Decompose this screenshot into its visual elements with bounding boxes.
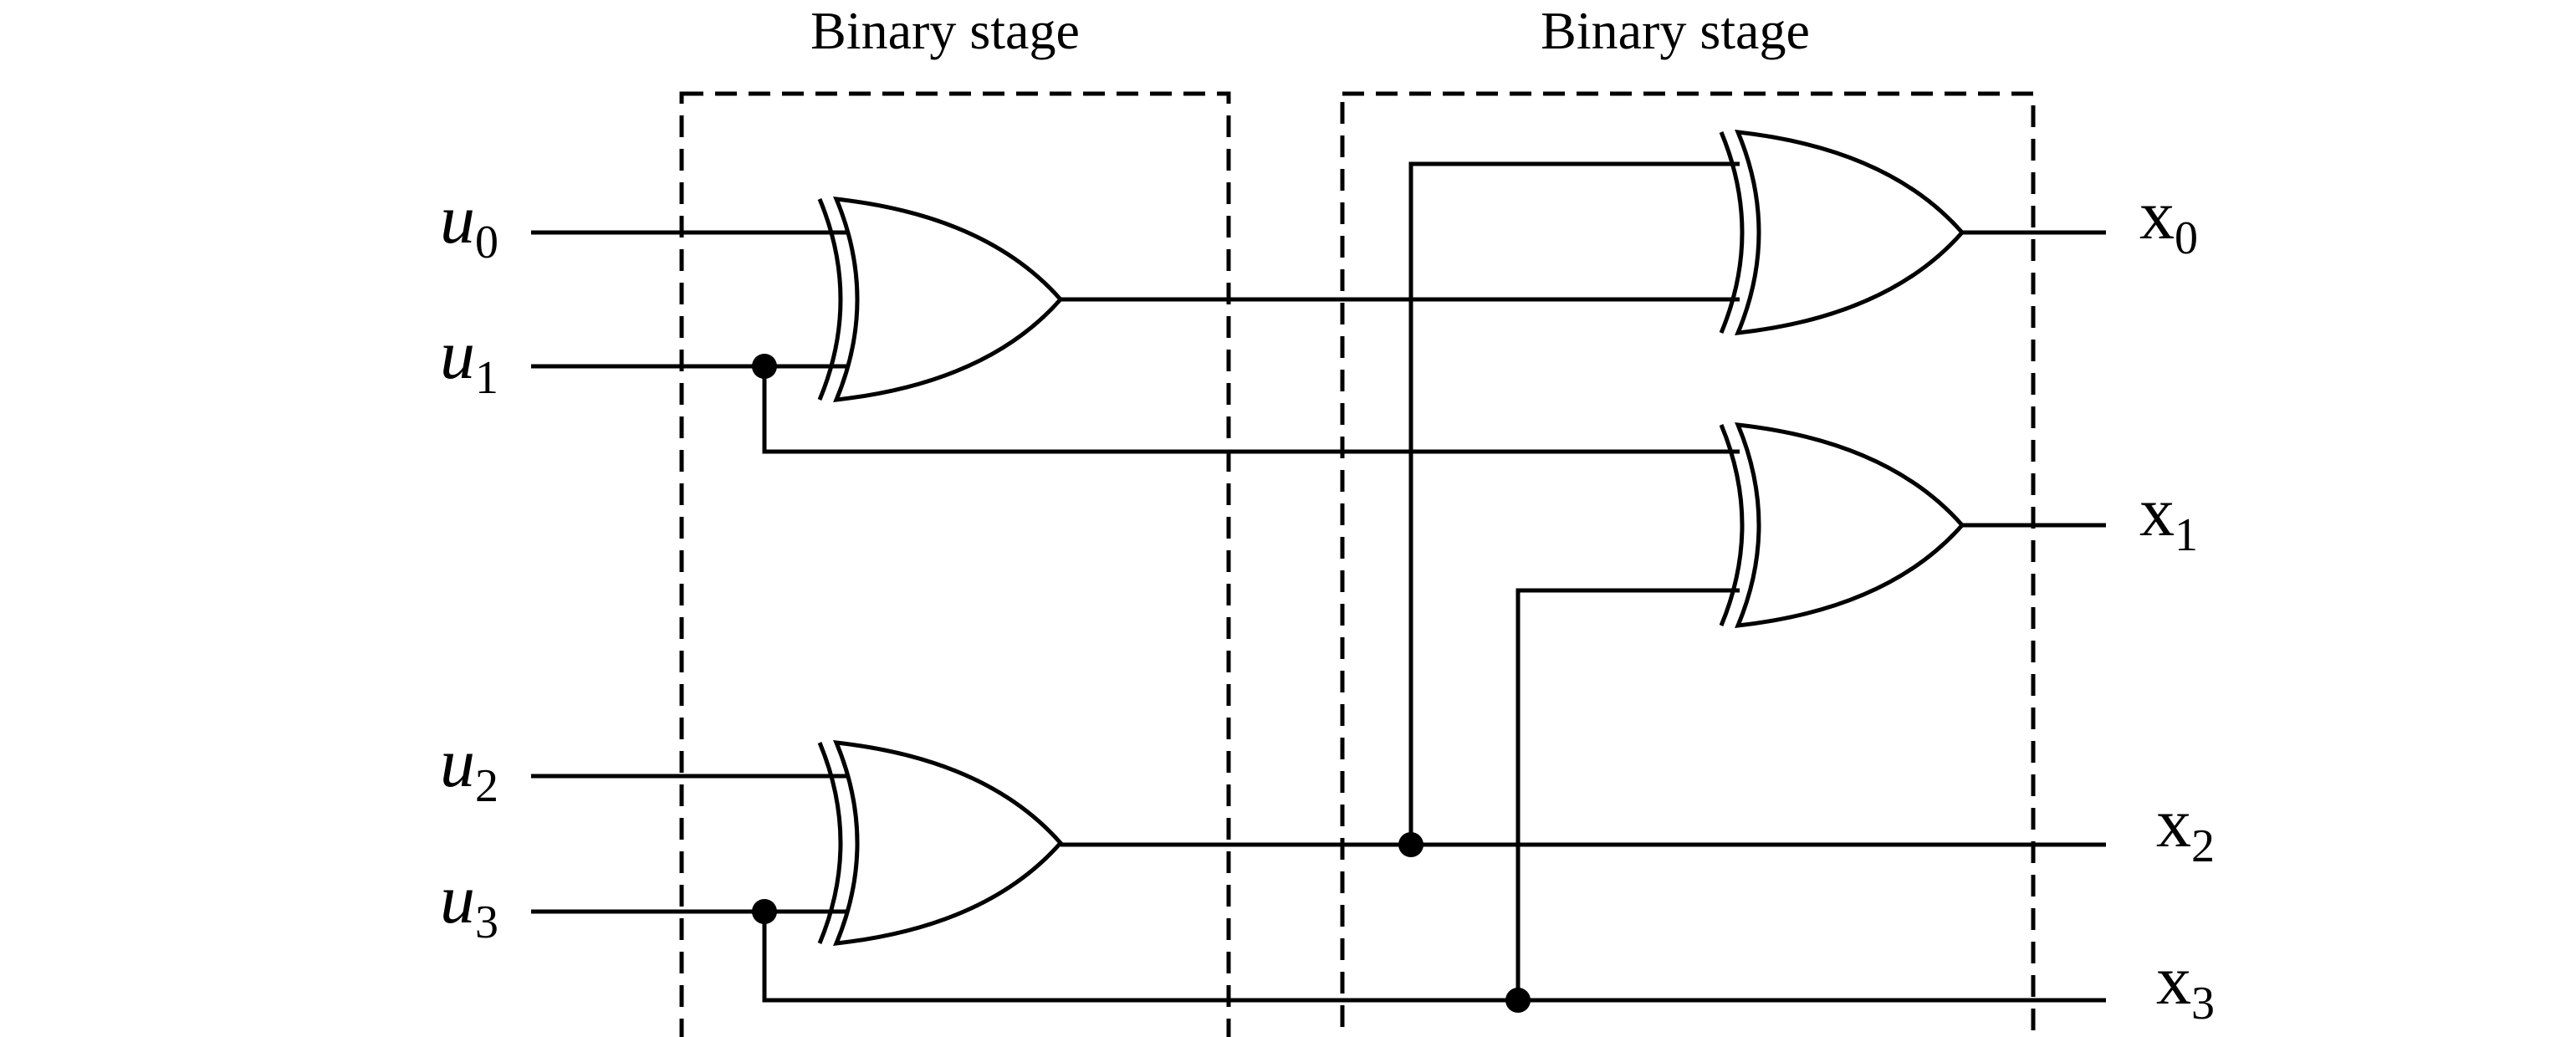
junction-dot-x2 (1398, 832, 1423, 857)
stage-box-2 (1340, 91, 2036, 1037)
junction-dot-u1 (752, 354, 777, 379)
input-label-u0: u0 (440, 181, 498, 268)
stage-title-2: Binary stage (1541, 1, 1810, 60)
stage-title-1: Binary stage (810, 1, 1080, 60)
input-label-u1: u1 (440, 316, 498, 404)
input-label-u3: u3 (440, 861, 498, 948)
wire-u1-branch (762, 366, 1740, 454)
output-label-x0: x0 (2139, 176, 2198, 264)
xor-gate-2 (817, 740, 1064, 946)
wire-x2-branch (1408, 161, 1740, 845)
output-label-x3: x3 (2156, 942, 2215, 1029)
input-label-u2: u2 (440, 724, 498, 812)
output-label-x2: x2 (2156, 784, 2215, 872)
junction-dot-u3 (752, 899, 777, 924)
xor-gate-3 (1719, 130, 1965, 335)
stage-box-1 (679, 91, 1231, 1037)
xor-gate-1 (817, 197, 1064, 402)
wire-x3-branch (1515, 588, 1740, 1000)
output-label-x1: x1 (2139, 473, 2198, 561)
xor-gate-4 (1719, 422, 1965, 628)
wire-u3-branch (762, 912, 2106, 1003)
junction-dot-x3 (1505, 988, 1531, 1013)
